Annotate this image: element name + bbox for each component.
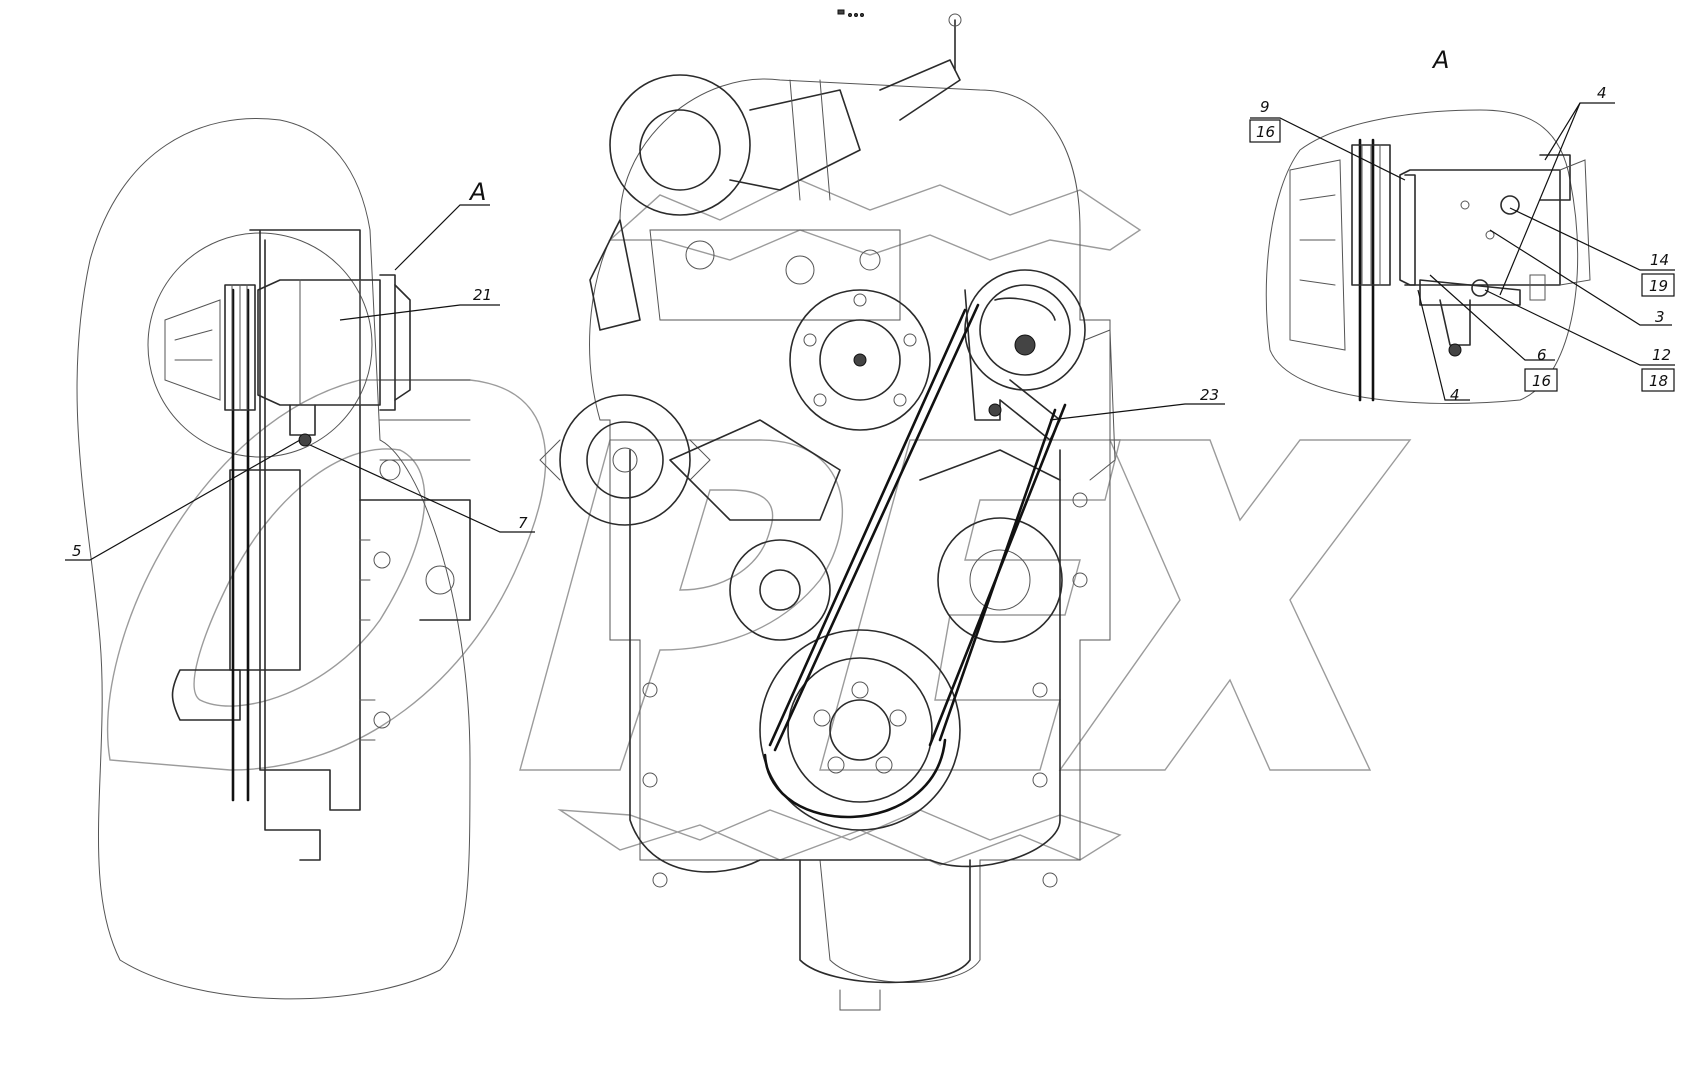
callout-23: 23	[1200, 386, 1219, 404]
callout-12: 12	[1652, 346, 1671, 364]
right-detail-view	[1265, 109, 1591, 404]
callout-14: 14	[1650, 251, 1669, 269]
callout-4-top: 4	[1597, 84, 1607, 102]
callout-5: 5	[72, 542, 82, 560]
left-view-annotations: A 21 5 7	[65, 178, 535, 561]
callout-21: 21	[473, 286, 492, 304]
callout-7: 7	[518, 514, 528, 532]
callout-19: 19	[1649, 277, 1668, 295]
callout-16-top: 16	[1256, 123, 1275, 141]
callout-3: 3	[1655, 308, 1665, 326]
callout-18-box	[1641, 368, 1675, 392]
callout-6: 6	[1537, 346, 1547, 364]
callout-19-box	[1641, 273, 1675, 297]
callout-16-bottom: 16	[1532, 372, 1551, 390]
callout-4-bottom: 4	[1450, 386, 1460, 404]
top-marks	[837, 9, 864, 17]
view-label-right: A	[1431, 46, 1449, 74]
callout-18: 18	[1649, 372, 1668, 390]
right-view-annotations: A 9 16 4 14 19 3 6 12 18 16 4	[1249, 46, 1675, 404]
view-label-left: A	[468, 178, 486, 206]
callout-16-top-box	[1249, 119, 1281, 143]
center-annotations: 23	[1049, 386, 1225, 421]
callout-16-bottom-box	[1524, 368, 1558, 392]
engine-front-view	[539, 13, 1116, 1011]
watermark-logo	[106, 179, 1412, 866]
left-side-view	[76, 118, 471, 1000]
callout-9: 9	[1260, 98, 1270, 116]
